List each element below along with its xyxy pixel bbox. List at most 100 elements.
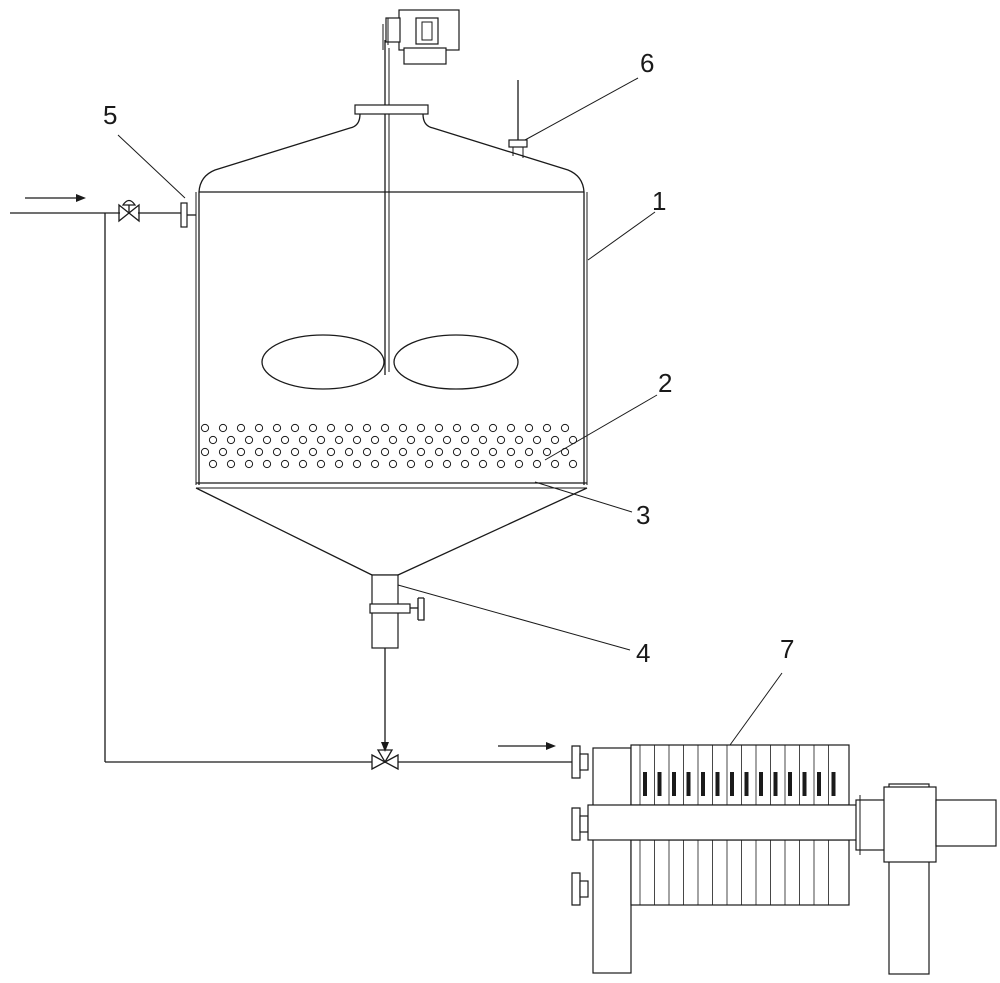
aeration-ball bbox=[290, 447, 300, 457]
aeration-ball bbox=[388, 435, 398, 445]
aeration-ball bbox=[568, 459, 578, 469]
label-bottom-valve: 4 bbox=[636, 638, 650, 668]
motor bbox=[382, 9, 460, 65]
aeration-ball bbox=[280, 459, 290, 469]
filter-cloth-slot bbox=[802, 772, 807, 796]
aeration-ball bbox=[416, 423, 426, 433]
aeration-ball bbox=[370, 435, 380, 445]
filter-cloth-slot bbox=[831, 772, 836, 796]
aeration-ball bbox=[308, 447, 318, 457]
agitator-paddle-left bbox=[261, 334, 385, 390]
aeration-ball bbox=[344, 423, 354, 433]
recirculation-line bbox=[104, 213, 572, 763]
aeration-ball bbox=[262, 459, 272, 469]
aeration-ball bbox=[298, 435, 308, 445]
aeration-ball bbox=[272, 447, 282, 457]
filter-cloth-slot bbox=[686, 772, 691, 796]
aeration-ball bbox=[442, 459, 452, 469]
aeration-ball bbox=[208, 459, 218, 469]
aeration-ball bbox=[524, 447, 534, 457]
aeration-ball bbox=[416, 447, 426, 457]
aeration-ball bbox=[452, 423, 462, 433]
aeration-balls bbox=[200, 423, 578, 469]
filter-cloth-slot bbox=[643, 772, 647, 796]
aeration-ball bbox=[254, 423, 264, 433]
aeration-ball bbox=[506, 423, 516, 433]
inlet-line bbox=[10, 194, 196, 228]
aeration-ball bbox=[452, 447, 462, 457]
aeration-ball bbox=[488, 423, 498, 433]
three-way-valve bbox=[371, 749, 399, 771]
aeration-ball bbox=[316, 435, 326, 445]
label-vent-pipe: 6 bbox=[640, 48, 654, 78]
aeration-ball bbox=[560, 423, 570, 433]
aeration-ball bbox=[208, 435, 218, 445]
aeration-ball bbox=[434, 447, 444, 457]
aeration-ball bbox=[478, 459, 488, 469]
aeration-ball bbox=[244, 435, 254, 445]
aeration-ball bbox=[226, 435, 236, 445]
aeration-ball bbox=[496, 459, 506, 469]
aeration-ball bbox=[334, 435, 344, 445]
aeration-ball bbox=[280, 435, 290, 445]
filter-cloth-slot bbox=[701, 772, 705, 796]
aeration-ball bbox=[388, 459, 398, 469]
aeration-ball bbox=[344, 447, 354, 457]
reaction-tank bbox=[195, 104, 588, 576]
filter-cloth-slot bbox=[715, 772, 720, 796]
filter-cloth-slot bbox=[788, 772, 792, 796]
filter-cloth-slot bbox=[730, 772, 734, 796]
aeration-ball bbox=[334, 459, 344, 469]
aeration-ball bbox=[272, 423, 282, 433]
aeration-ball bbox=[532, 459, 542, 469]
vent-pipe bbox=[508, 80, 528, 158]
filter-cloth-slot bbox=[817, 772, 821, 796]
aeration-ball bbox=[550, 459, 560, 469]
aeration-ball bbox=[470, 423, 480, 433]
aeration-ball bbox=[470, 447, 480, 457]
aeration-ball bbox=[298, 459, 308, 469]
aeration-ball bbox=[532, 435, 542, 445]
aeration-ball bbox=[398, 447, 408, 457]
aeration-ball bbox=[236, 423, 246, 433]
aeration-ball bbox=[200, 423, 210, 433]
flow-arrow-right bbox=[546, 742, 556, 750]
agitator-paddle-right bbox=[393, 334, 519, 390]
aeration-ball bbox=[218, 423, 228, 433]
filter-cloth-slot bbox=[759, 772, 763, 796]
aeration-ball bbox=[460, 435, 470, 445]
filter-cloth-slot bbox=[657, 772, 662, 796]
aeration-ball bbox=[524, 423, 534, 433]
aeration-ball bbox=[262, 435, 272, 445]
aeration-ball bbox=[380, 423, 390, 433]
aeration-ball bbox=[370, 459, 380, 469]
aeration-ball bbox=[362, 447, 372, 457]
aeration-ball bbox=[434, 423, 444, 433]
aeration-ball bbox=[424, 459, 434, 469]
aeration-ball bbox=[380, 447, 390, 457]
aeration-ball bbox=[406, 435, 416, 445]
aeration-ball bbox=[326, 447, 336, 457]
aeration-ball bbox=[506, 447, 516, 457]
aeration-ball bbox=[488, 447, 498, 457]
bottom-valve bbox=[369, 574, 425, 649]
aeration-ball bbox=[226, 459, 236, 469]
aeration-ball bbox=[316, 459, 326, 469]
aeration-ball bbox=[254, 447, 264, 457]
aeration-ball bbox=[496, 435, 506, 445]
aeration-ball bbox=[362, 423, 372, 433]
aeration-ball bbox=[244, 459, 254, 469]
label-inlet-flange: 5 bbox=[103, 100, 117, 130]
aeration-ball bbox=[442, 435, 452, 445]
filter-cloth-slot bbox=[773, 772, 778, 796]
aeration-ball bbox=[460, 459, 470, 469]
label-filter-press: 7 bbox=[780, 634, 794, 664]
aeration-ball bbox=[200, 447, 210, 457]
aeration-ball bbox=[514, 459, 524, 469]
aeration-ball bbox=[550, 435, 560, 445]
aeration-ball bbox=[424, 435, 434, 445]
aeration-ball bbox=[352, 459, 362, 469]
aeration-ball bbox=[398, 423, 408, 433]
label-aeration-balls: 2 bbox=[658, 368, 672, 398]
